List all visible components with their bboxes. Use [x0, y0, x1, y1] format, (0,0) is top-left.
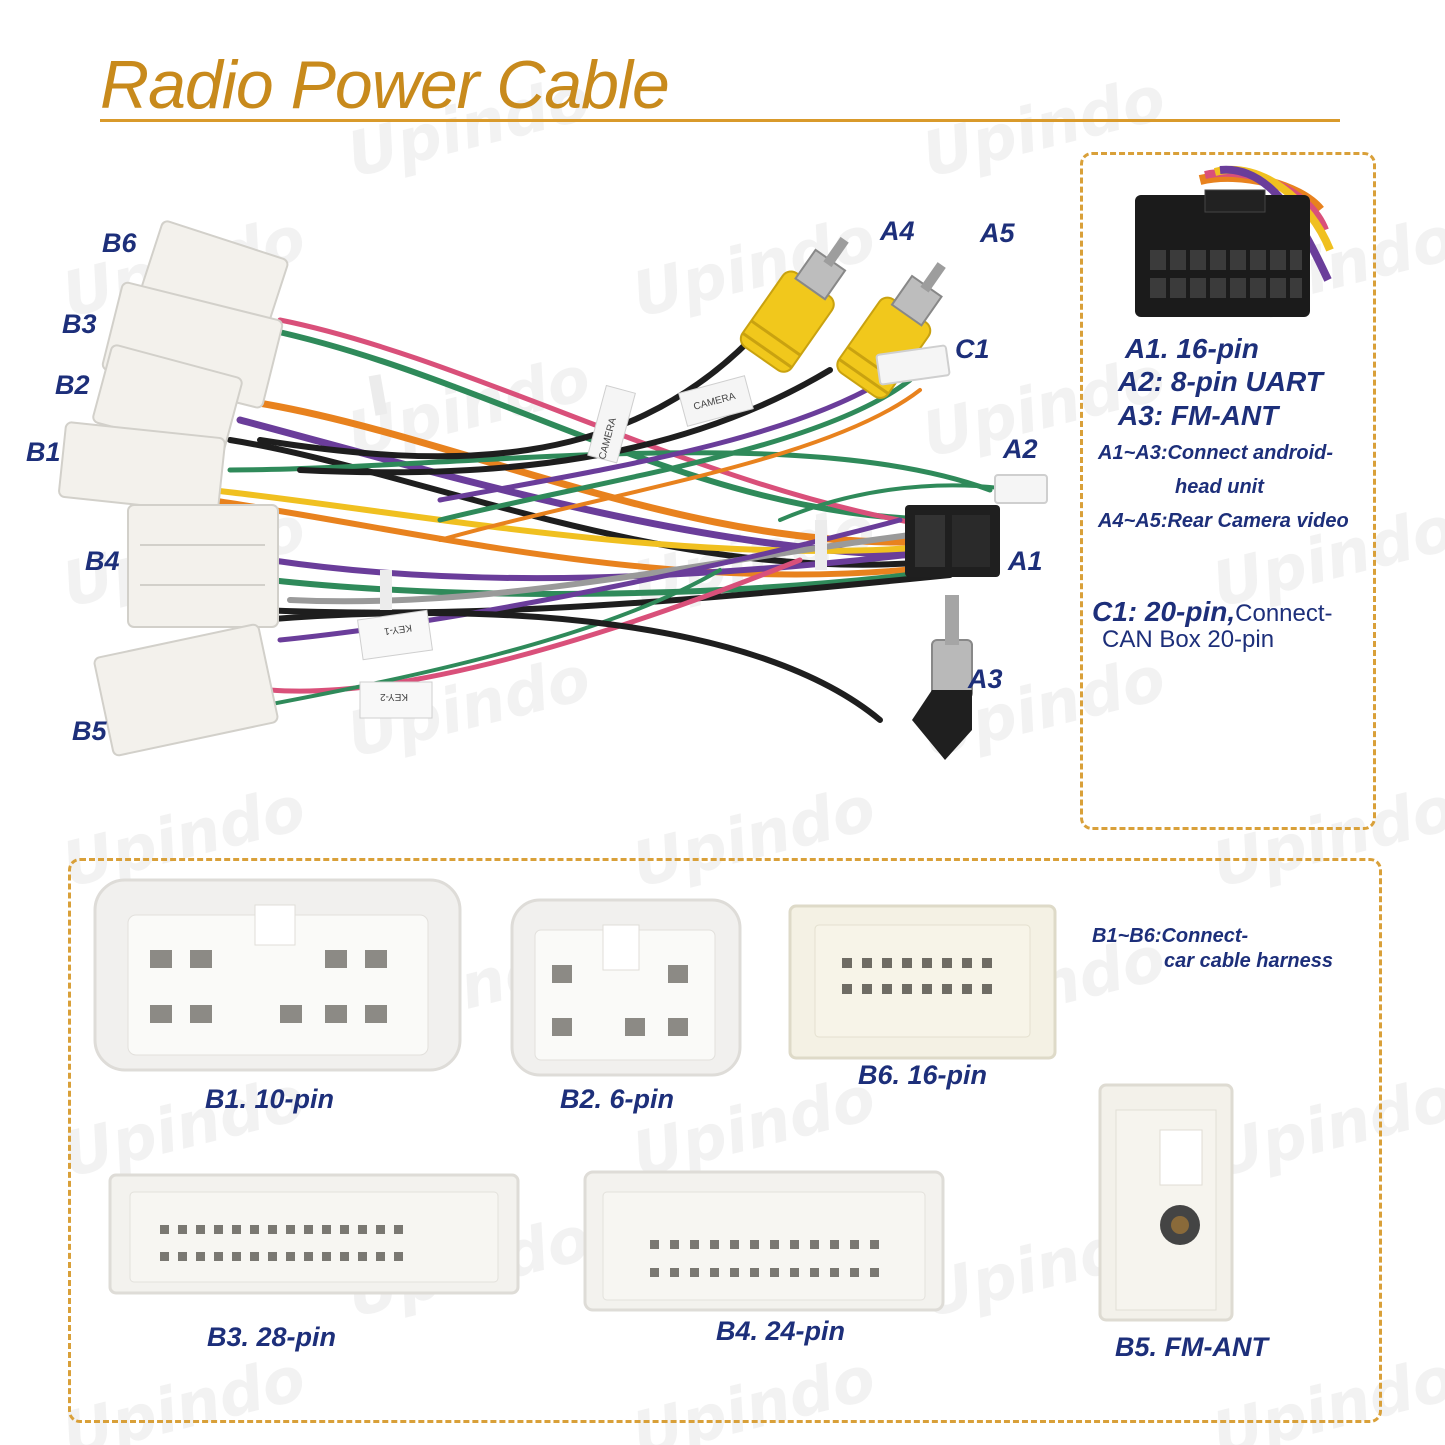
connector-c1: [875, 344, 951, 386]
wire-c1-bundle-2: [437, 377, 913, 523]
wire-yellow-1: [207, 487, 953, 554]
camera-tag-2-shape: [678, 375, 754, 427]
wire-green-3: [227, 450, 993, 493]
b5-connector-photo: [1098, 1083, 1234, 1322]
rca-plug-a4: [739, 236, 849, 373]
info-a1-a3-line2: head unit: [1175, 476, 1264, 498]
wire-orange-2: [207, 497, 953, 578]
wire-a2: [778, 483, 1002, 522]
key-tag-2-shape: [359, 681, 433, 719]
wire-gray-1: [287, 527, 953, 605]
info-a4-a5: A4~A5:Rear Camera video: [1098, 510, 1349, 532]
info-c1-line2: CAN Box 20-pin: [1102, 626, 1275, 653]
label-a1: A1: [1008, 546, 1043, 576]
wire-green-4: [238, 568, 722, 712]
caption-b4: B4. 24-pin: [716, 1316, 846, 1346]
wire-pink-2: [267, 557, 803, 694]
wire-c1-bundle-3: [438, 388, 922, 542]
wire-black-camera-1: [257, 337, 753, 460]
info-a1: A1. 16-pin: [1125, 333, 1259, 364]
info-a2: A2: 8-pin UART: [1118, 366, 1323, 397]
label-a5: A5: [980, 218, 1015, 248]
connectors-note-line2: car cable harness: [1164, 950, 1333, 972]
title-underline: [100, 119, 1340, 122]
label-b1: B1: [26, 437, 61, 467]
connector-b5: [93, 623, 279, 757]
b4-connector-photo: [583, 1170, 945, 1312]
info-c1-bold: C1: 20-pin,: [1092, 596, 1236, 627]
key-tag-1: KEY-1: [383, 622, 413, 637]
cable-tie-3: [380, 570, 392, 610]
label-a4: A4: [880, 216, 915, 246]
info-a1-a3-line1: A1~A3:Connect android-: [1098, 442, 1334, 464]
caption-b6: B6. 16-pin: [858, 1060, 988, 1090]
wire-c1-bundle: [437, 367, 903, 503]
wire-purple-2: [267, 547, 953, 582]
connectors-note-line1: B1~B6:Connect-: [1092, 925, 1249, 947]
cable-tie-1: [368, 374, 388, 416]
info-a3: A3: FM-ANT: [1118, 400, 1279, 431]
info-panel: [1080, 152, 1376, 830]
key-tag-1-shape: [356, 609, 434, 661]
label-a3: A3: [968, 664, 1003, 694]
key-tag-2: KEY-2: [380, 691, 408, 702]
connector-b1: [58, 421, 226, 514]
label-b4: B4: [85, 546, 120, 576]
label-c1: C1: [955, 334, 990, 364]
b6-connector-photo: [788, 904, 1057, 1060]
label-b2: B2: [55, 370, 90, 400]
antenna-plug-a3: [912, 595, 973, 760]
wire-antenna: [257, 610, 883, 723]
label-a2: A2: [1003, 434, 1038, 464]
caption-b3: B3. 28-pin: [207, 1322, 337, 1352]
caption-b1: B1. 10-pin: [205, 1084, 335, 1114]
connector-a1: [905, 505, 1000, 577]
a1-connector-photo: [1135, 165, 1334, 317]
wire-green-2: [267, 567, 953, 597]
info-c1-rest: Connect-: [1235, 600, 1333, 627]
caption-b5: B5. FM-ANT: [1115, 1332, 1268, 1362]
connectors-panel: [68, 858, 1382, 1423]
connector-b4: [127, 504, 279, 628]
camera-tag-1-shape: [587, 384, 636, 464]
label-b3: B3: [62, 309, 97, 339]
caption-b2: B2. 6-pin: [560, 1084, 675, 1114]
wire-bundle: [207, 317, 1002, 723]
label-b6: B6: [102, 228, 137, 258]
info-c1-line1: C1: 20-pin,Connect-: [1092, 596, 1333, 628]
label-b5: B5: [72, 716, 107, 746]
b3-connector-photo: [108, 1173, 520, 1295]
connector-a2: [994, 474, 1048, 504]
cable-tie-2: [815, 520, 827, 570]
wire-black-camera-2: [297, 367, 833, 476]
b1-connector-photo: [93, 878, 462, 1072]
page-title: Radio Power Cable: [100, 47, 670, 123]
b2-connector-photo: [510, 898, 742, 1077]
